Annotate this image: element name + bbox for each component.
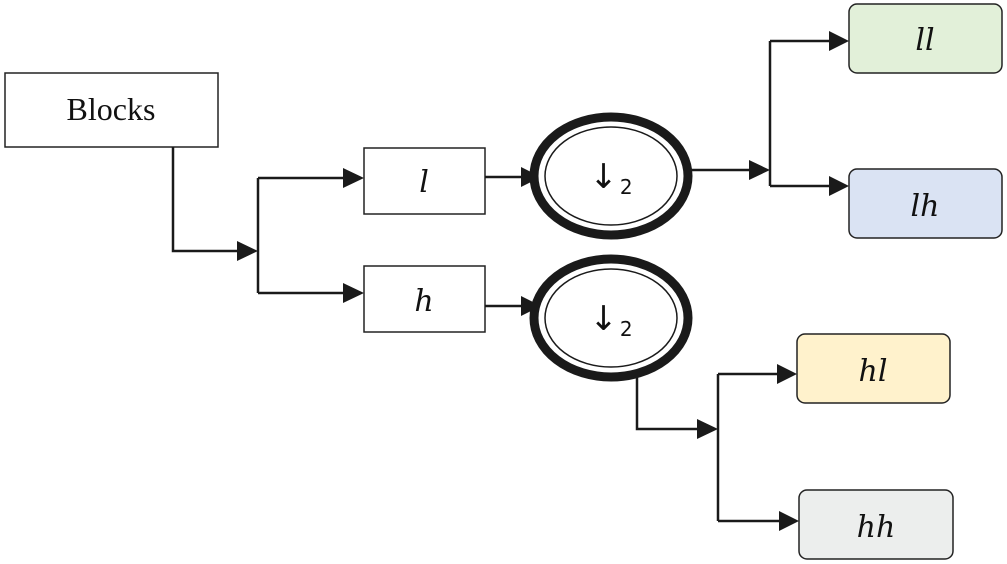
low-pass-filter-label: l (419, 165, 429, 200)
high-pass-filter-node: h (363, 265, 486, 333)
output-ll-label: ll (915, 23, 934, 58)
high-pass-filter-label: h (414, 284, 433, 319)
output-hl-node: hl (796, 333, 951, 404)
downsampler-low-symbol: ↓2 (589, 157, 632, 199)
output-lh-node: lh (848, 168, 1003, 239)
output-hl-label: hl (859, 354, 888, 389)
downsample-factor: 2 (620, 317, 633, 341)
blocks-label: Blocks (67, 91, 156, 127)
downsampler-high-node: ↓2 (529, 254, 693, 382)
downsampler-low-node: ↓2 (529, 112, 693, 240)
down-arrow-icon: ↓ (589, 299, 618, 339)
output-ll-node: ll (848, 3, 1003, 74)
output-lh-label: lh (911, 189, 940, 224)
output-hh-label: hh (857, 510, 896, 545)
blocks-node: Blocks (4, 72, 219, 148)
down-arrow-icon: ↓ (589, 157, 618, 197)
downsample-factor: 2 (620, 175, 633, 199)
low-pass-filter-node: l (363, 147, 486, 215)
connector-blocks-to-split (171, 147, 364, 303)
connector-low-to-outputs (688, 31, 849, 196)
downsampler-high-symbol: ↓2 (589, 299, 632, 341)
connector-high-to-outputs (635, 364, 799, 531)
output-hh-node: hh (798, 489, 954, 560)
